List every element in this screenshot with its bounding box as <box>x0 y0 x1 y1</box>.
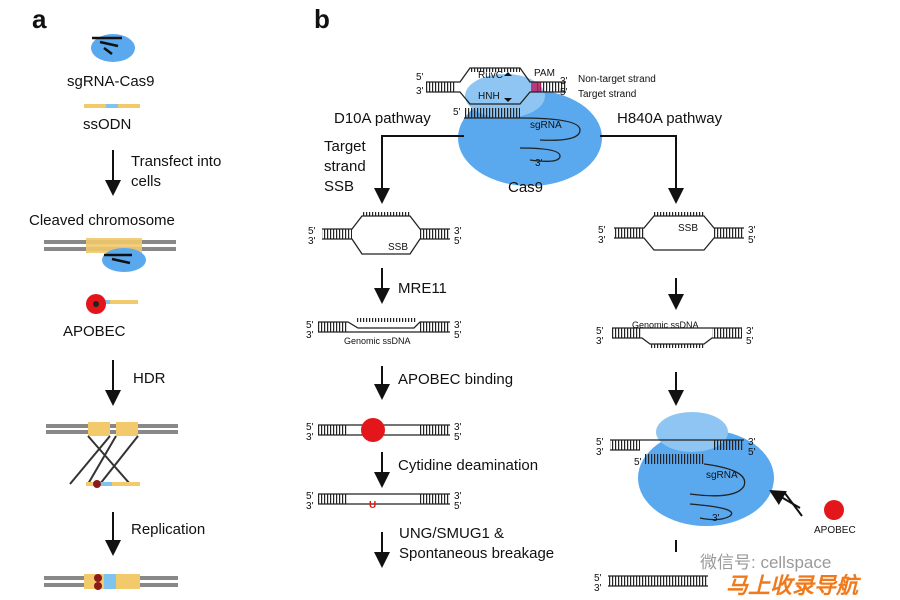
d10a-5prime-1: 5' <box>308 226 316 237</box>
ssodn-strand-icon <box>84 104 140 108</box>
h840a-5prime-2r: 5' <box>746 336 754 347</box>
d10a-3prime-3r: 3' <box>454 422 462 433</box>
replication-label: Replication <box>131 521 206 538</box>
hdr-label: HDR <box>133 370 166 387</box>
top-5prime-right: 5' <box>560 87 568 98</box>
apobec-ssodn-icon <box>86 294 138 314</box>
hnh-label: HNH <box>478 91 500 102</box>
mre11-label: MRE11 <box>398 280 447 297</box>
apobec-right-label: APOBEC <box>814 525 856 536</box>
sgrna-cas9-icon <box>91 34 135 62</box>
h840a-5prime-1: 5' <box>598 225 606 236</box>
d10a-pathway-label: D10A pathway <box>334 110 431 127</box>
h840a-3prime-3: 3' <box>596 447 604 458</box>
h840a-3prime-2r: 3' <box>746 326 754 337</box>
d10a-5prime-1r: 5' <box>454 236 462 247</box>
panel-a-graphics <box>44 34 178 590</box>
panel-a-label: a <box>32 4 47 34</box>
sgrna-5prime: 5' <box>453 107 461 118</box>
h840a-5prime-4: 5' <box>594 573 602 584</box>
h840a-3prime-1: 3' <box>598 235 606 246</box>
d10a-5prime-3r: 5' <box>454 432 462 443</box>
d10a-3prime-1r: 3' <box>454 226 462 237</box>
h840a-5prime-2: 5' <box>596 326 604 337</box>
d10a-3prime-4: 3' <box>306 501 314 512</box>
h840a-3prime-4: 3' <box>594 583 602 594</box>
d10a-3prime-3: 3' <box>306 432 314 443</box>
genomic-ssdna-right: Genomic ssDNA <box>632 320 699 330</box>
h840a-3prime-2: 3' <box>596 336 604 347</box>
wechat-watermark: 微信号: cellspace <box>700 553 832 572</box>
d10a-5prime-2r: 5' <box>454 330 462 341</box>
d10a-3prime-1: 3' <box>308 236 316 247</box>
h840a-5prime-3: 5' <box>596 437 604 448</box>
target-strand-ssb-label: Target strand SSB <box>324 138 366 195</box>
ruvc-label: RuvC <box>478 70 504 81</box>
cleaved-chromosome-label: Cleaved chromosome <box>29 212 175 229</box>
ung-smug1-label: UNG/SMUG1 & Spontaneous breakage <box>399 525 555 562</box>
ssb-label-left: SSB <box>388 242 409 253</box>
apobec-binding-label: APOBEC binding <box>398 371 514 388</box>
sgrna-cas9-label: sgRNA-Cas9 <box>67 73 155 90</box>
d10a-pathway-graphics <box>318 212 450 568</box>
d10a-5prime-2: 5' <box>306 320 314 331</box>
top-3prime-right: 3' <box>560 76 568 87</box>
target-strand-label: Target strand <box>578 89 637 100</box>
h840a-5prime-1r: 5' <box>748 235 756 246</box>
d10a-3prime-2r: 3' <box>454 320 462 331</box>
h840a-pathway-graphics <box>608 212 844 587</box>
h840a-5prime-3r: 5' <box>748 447 756 458</box>
genomic-ssdna-left: Genomic ssDNA <box>344 336 411 346</box>
sgrna-label-right: sgRNA <box>706 470 738 481</box>
d10a-5prime-4r: 5' <box>454 501 462 512</box>
d10a-5prime-3: 5' <box>306 422 314 433</box>
d10a-5prime-4: 5' <box>306 491 314 502</box>
top-5prime-upper: 5' <box>416 72 424 83</box>
cas9-complex-graphic <box>374 67 684 204</box>
h840a-3prime-1r: 3' <box>748 225 756 236</box>
sgrna-3prime-top: 3' <box>535 158 543 169</box>
non-target-strand-label: Non-target strand <box>578 74 656 85</box>
sgrna-label-top: sgRNA <box>530 120 562 131</box>
h840a-5prime-sgrna: 5' <box>634 457 642 468</box>
transfect-label: Transfect into cells <box>131 153 222 190</box>
pam-label: PAM <box>534 68 555 79</box>
uracil-label: U <box>369 500 377 511</box>
hdr-crossover-icon <box>46 422 178 488</box>
panel-b-label: b <box>314 4 330 34</box>
d10a-3prime-4r: 3' <box>454 491 462 502</box>
apobec-label: APOBEC <box>63 323 126 340</box>
top-3prime-lower: 3' <box>416 86 424 97</box>
cas9-label: Cas9 <box>508 179 544 196</box>
site-logo: 马上收录导航 <box>726 573 859 598</box>
cytidine-deamination-label: Cytidine deamination <box>398 457 539 474</box>
ssb-label-right: SSB <box>678 223 699 234</box>
ssodn-label: ssODN <box>83 116 132 133</box>
cleaved-chromosome-icon <box>44 238 176 272</box>
h840a-3prime-3r: 3' <box>748 437 756 448</box>
replicated-chromosome-icon <box>44 574 178 590</box>
h840a-pathway-label: H840A pathway <box>617 110 723 127</box>
d10a-3prime-2: 3' <box>306 330 314 341</box>
sgrna-3prime-right: 3' <box>712 513 720 524</box>
